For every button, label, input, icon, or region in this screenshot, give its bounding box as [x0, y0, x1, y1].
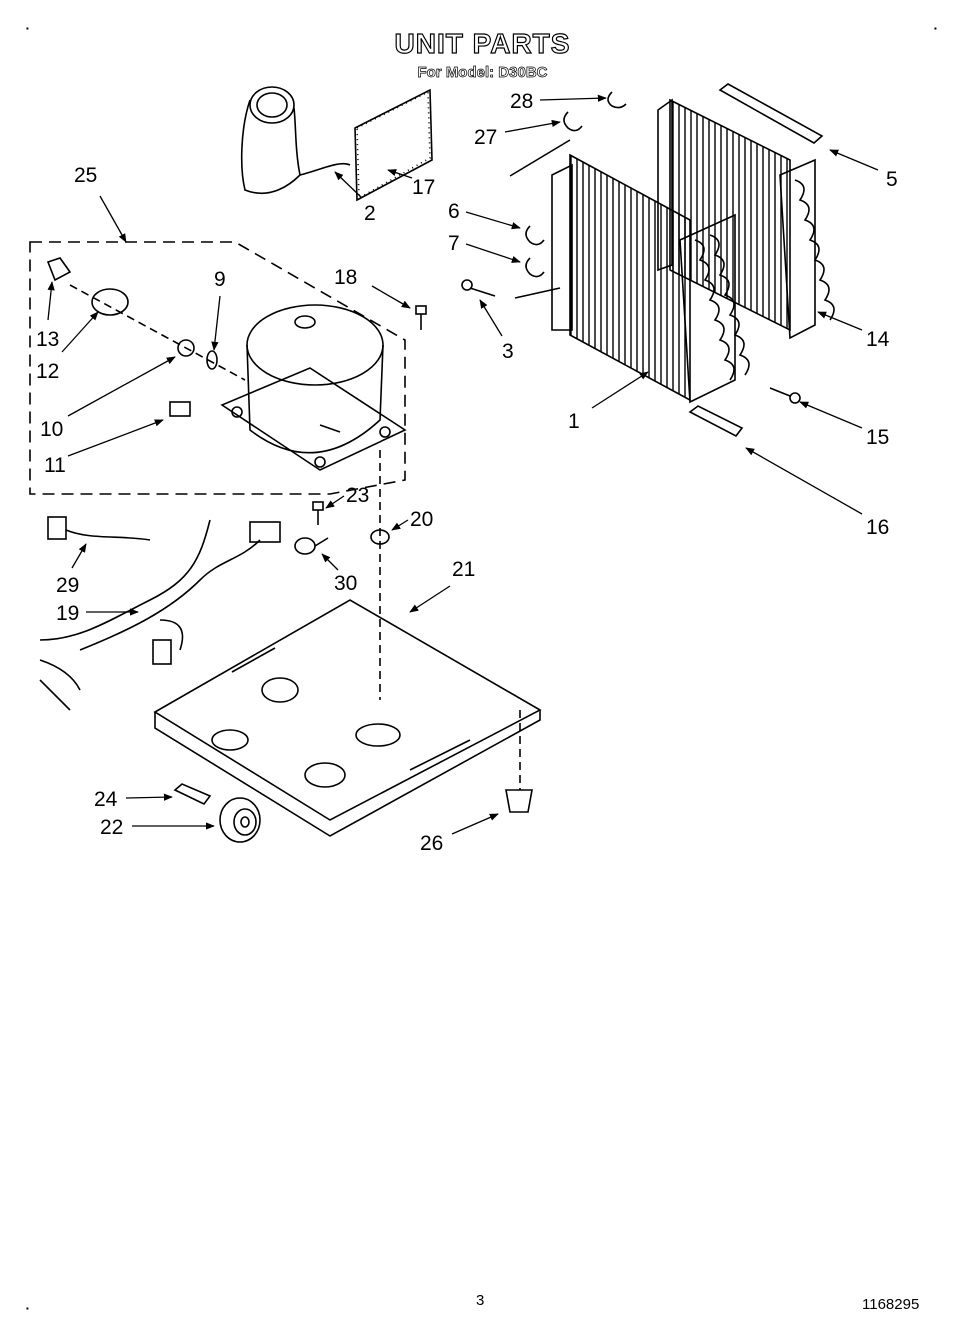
- screw-part-15: [769, 387, 801, 404]
- leader-16: [745, 447, 863, 515]
- wheel-part-22: [219, 797, 261, 843]
- leader-23: [325, 495, 345, 509]
- callout-18: 18: [334, 266, 357, 289]
- leader-17: [387, 169, 413, 179]
- leader-21: [409, 585, 451, 613]
- callout-6: 6: [448, 200, 460, 223]
- screw-part-23: [312, 501, 324, 525]
- callout-29: 29: [56, 574, 79, 597]
- leader-5: [829, 149, 879, 171]
- diagram-subtitle: For Model: D30BC: [417, 64, 548, 82]
- callout-14: 14: [866, 328, 890, 351]
- leader-29: [71, 543, 87, 569]
- leader-9: [211, 295, 221, 351]
- filter-pad-part: [354, 88, 433, 202]
- callout-5: 5: [886, 168, 898, 191]
- leader-20: [391, 519, 409, 531]
- wiring-harness-part: [39, 519, 281, 711]
- bolt-part-18: [415, 305, 427, 330]
- callout-2: 2: [364, 202, 376, 225]
- callout-21: 21: [452, 558, 475, 581]
- callout-25: 25: [74, 164, 97, 187]
- leader-27: [504, 119, 561, 133]
- leader-6: [465, 211, 521, 230]
- leader-18: [371, 285, 411, 309]
- screw-part-3: [461, 279, 496, 297]
- cord-part-29: [47, 516, 151, 541]
- callout-13: 13: [36, 328, 59, 351]
- leader-13: [47, 281, 55, 321]
- leader-7: [465, 243, 521, 263]
- compressor-assembly-boundary: [29, 241, 406, 495]
- callout-20: 20: [410, 508, 433, 531]
- callout-22: 22: [100, 816, 123, 839]
- overload-part-10: [177, 339, 195, 357]
- callout-28: 28: [510, 90, 533, 113]
- capacitor-part-30: [294, 537, 329, 555]
- leader-1: [591, 371, 649, 409]
- clip-part-28: [607, 91, 627, 109]
- callout-26: 26: [420, 832, 443, 855]
- strip-part-5: [718, 83, 824, 144]
- leader-3: [479, 299, 503, 337]
- callout-11: 11: [44, 454, 66, 477]
- leader-15: [799, 401, 863, 429]
- callout-19: 19: [56, 602, 79, 625]
- bracket-part-13: [46, 257, 72, 282]
- clip-part-6: [525, 225, 545, 246]
- page-number: 3: [476, 1292, 485, 1309]
- callout-15: 15: [866, 426, 889, 449]
- diagram-title: UNIT PARTS: [394, 27, 571, 59]
- callout-27: 27: [474, 126, 497, 149]
- base-plate-part: [153, 599, 542, 837]
- document-number: 1168295: [862, 1296, 920, 1313]
- callout-17: 17: [412, 176, 435, 199]
- cover-part-12: [91, 288, 129, 316]
- compressor-part: [220, 304, 407, 471]
- callout-9: 9: [214, 268, 226, 291]
- callout-1: 1: [568, 410, 580, 433]
- callout-3: 3: [502, 340, 514, 363]
- corner-mark-bottom-left: ▪: [26, 1304, 29, 1313]
- foot-part-26: [505, 789, 533, 813]
- axle-part-24: [173, 783, 212, 806]
- callout-24: 24: [94, 788, 118, 811]
- leader-26: [451, 813, 499, 835]
- leader-12: [61, 311, 99, 353]
- clip-part-7: [525, 257, 545, 278]
- callout-30: 30: [334, 572, 357, 595]
- duct-hose-part: [240, 86, 351, 195]
- leader-10: [67, 356, 176, 417]
- leader-28: [539, 94, 607, 102]
- leader-24: [125, 793, 173, 801]
- corner-mark-top-left: ▪: [26, 24, 29, 33]
- callout-23: 23: [346, 484, 369, 507]
- callout-12: 12: [36, 360, 59, 383]
- corner-mark-top-right: ▪: [934, 24, 937, 33]
- strip-part-16: [688, 405, 744, 438]
- leader-30: [321, 553, 339, 571]
- leader-25: [99, 195, 127, 243]
- leader-14: [817, 311, 863, 331]
- callout-10: 10: [40, 418, 63, 441]
- clip-part-27: [563, 111, 583, 132]
- callout-7: 7: [448, 232, 460, 255]
- leader-2: [334, 171, 363, 199]
- relay-part-11: [169, 401, 191, 417]
- leader-11: [67, 419, 164, 457]
- condenser-coil-rear-part: [657, 98, 835, 340]
- callout-16: 16: [866, 516, 889, 539]
